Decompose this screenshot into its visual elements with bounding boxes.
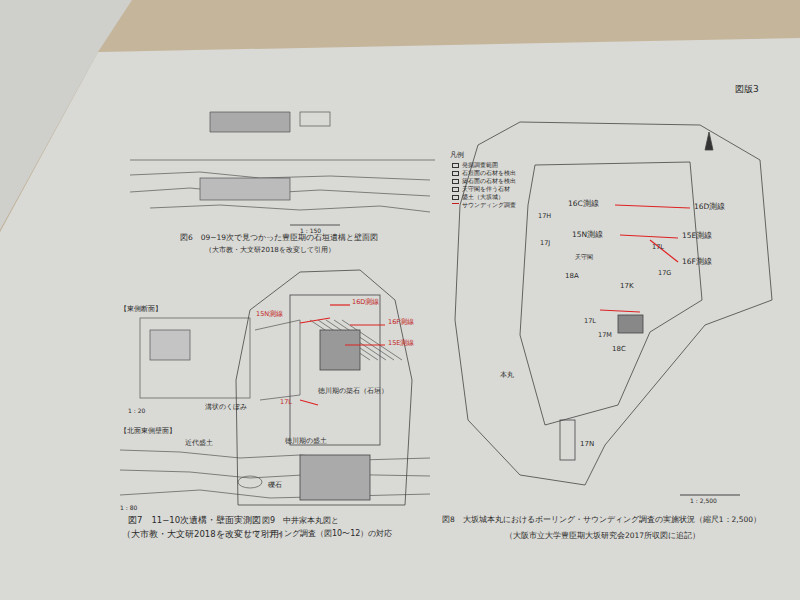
legend-symbol — [452, 171, 459, 176]
figure-label: 15E測線 — [682, 232, 712, 241]
red-line — [300, 318, 330, 323]
legend-text: サウンディング調査 — [462, 202, 516, 208]
red-line — [300, 400, 318, 405]
figure-label: 1 : 80 — [120, 505, 137, 512]
figure-label: 15N測線 — [256, 311, 283, 318]
figure-label: 17G — [658, 270, 671, 277]
figure-label: 礫石 — [268, 482, 282, 489]
figure-label: 16C測線 — [568, 200, 599, 209]
figure-label: 図9 中井家本丸図と — [262, 516, 339, 525]
figure-label: 17M — [598, 332, 612, 339]
sounding-lines — [600, 205, 690, 312]
section-small — [300, 112, 330, 126]
figure-label: 17H — [538, 213, 551, 220]
figure-label: 図8 大坂城本丸におけるボーリング・サウンディング調査の実施状況（縮尺1：2,5… — [442, 516, 761, 525]
layer-line — [150, 205, 430, 212]
figure-label: 図版3 — [735, 84, 759, 94]
figure-label: 近代盛土 — [185, 440, 213, 447]
figure-label: 溝状のくぼみ — [205, 404, 247, 411]
legend-symbol — [452, 163, 459, 168]
legend-text: 発掘調査範囲 — [462, 162, 498, 168]
fig9-map — [236, 270, 412, 505]
north-arrow — [705, 132, 713, 150]
legend-row: 天守閣を伴う石材 — [452, 186, 510, 192]
stone-wall — [200, 178, 290, 200]
figure-label: 【北面東側壁面】 — [120, 427, 176, 435]
figure-label: 16F測線 — [682, 258, 712, 267]
figure-label: 15E測線 — [388, 340, 414, 347]
ground-line — [130, 160, 435, 161]
figure-label: 17L — [652, 244, 664, 251]
figure-label: 徳川期の築石（石垣） — [318, 388, 388, 395]
red-line — [330, 304, 350, 305]
fig8-map — [455, 122, 772, 495]
figure-label: 図7 11−10次遺構・壁面実測図 — [128, 516, 261, 526]
figure-label: サウンディング調査（図10〜12）の対応 — [244, 529, 392, 538]
legend-row: 発掘調査範囲 — [452, 162, 498, 168]
figure-label: 17K — [620, 282, 634, 290]
figure-label: 17L — [584, 318, 596, 325]
legend-row: サウンディング調査 — [452, 202, 516, 208]
building — [618, 315, 643, 333]
fig6-drawing — [130, 112, 435, 225]
figure-label: 16F測線 — [388, 319, 414, 326]
section-top — [210, 112, 290, 132]
figure-label: 1 : 20 — [128, 408, 145, 415]
wall-line — [120, 450, 430, 460]
outer-moat — [455, 122, 772, 485]
red-line — [345, 344, 385, 345]
legend-symbol — [452, 203, 459, 208]
legend-text: 築石面の石材を検出 — [462, 178, 516, 184]
red-line — [615, 205, 690, 208]
figure-label: 16D測線 — [352, 299, 379, 306]
red-line — [350, 324, 385, 325]
figure-label: 1 : 2,500 — [690, 498, 717, 505]
wall-line — [120, 470, 430, 478]
figure-label: 18C — [612, 345, 626, 353]
legend-row: 盛土（大坂城） — [452, 194, 504, 200]
legend-symbol — [452, 195, 459, 200]
legend-text: 盛土（大坂城） — [462, 194, 504, 200]
tenshu — [320, 330, 360, 370]
figure-label: 本丸 — [500, 372, 514, 379]
red-line — [600, 310, 640, 312]
figure-label: 【東側断面】 — [120, 305, 162, 313]
figure-label: 17L — [280, 399, 292, 406]
figure-label: 図6 09−19次で見つかった豊臣期の石垣遺構と壁面図 — [180, 234, 378, 243]
figure-label: 17J — [540, 240, 550, 247]
figure-label: 徳川期の盛土 — [285, 438, 327, 445]
figure-label: 18A — [565, 272, 579, 280]
figure-label: 15N測線 — [572, 231, 603, 240]
scale-bar — [680, 494, 740, 495]
figure-label: 天守閣 — [575, 254, 593, 261]
red-line — [650, 240, 678, 262]
figure-label: （大市教・大文研2018を改変して引用） — [205, 246, 335, 254]
legend-row: 石垣面の石材を検出 — [452, 170, 516, 176]
plan-edge — [255, 320, 300, 400]
figure-label: 凡例 — [450, 152, 464, 159]
scale-bar — [290, 224, 340, 225]
pit — [150, 330, 190, 360]
plan — [140, 318, 250, 398]
figure-label: （大阪市立大学豊臣期大坂研究会2017所収図に追記） — [505, 532, 700, 541]
figure-label: 1 : 150 — [300, 228, 321, 235]
castle-outline — [236, 270, 412, 505]
figure-label: 17N — [580, 440, 594, 448]
red-line — [620, 235, 678, 238]
legend-symbol — [452, 179, 459, 184]
legend-text: 石垣面の石材を検出 — [462, 170, 516, 176]
legend-row: 築石面の石材を検出 — [452, 178, 516, 184]
bridge — [560, 420, 575, 460]
wall-line — [120, 490, 430, 498]
fig7-drawing — [120, 318, 430, 498]
inner-wall — [520, 162, 702, 425]
stone — [238, 476, 262, 488]
figure-label: 16D測線 — [694, 203, 725, 212]
legend-text: 天守閣を伴う石材 — [462, 186, 510, 192]
honmaru — [290, 295, 380, 445]
compound — [300, 455, 370, 500]
legend-symbol — [452, 187, 459, 192]
page — [0, 38, 800, 600]
